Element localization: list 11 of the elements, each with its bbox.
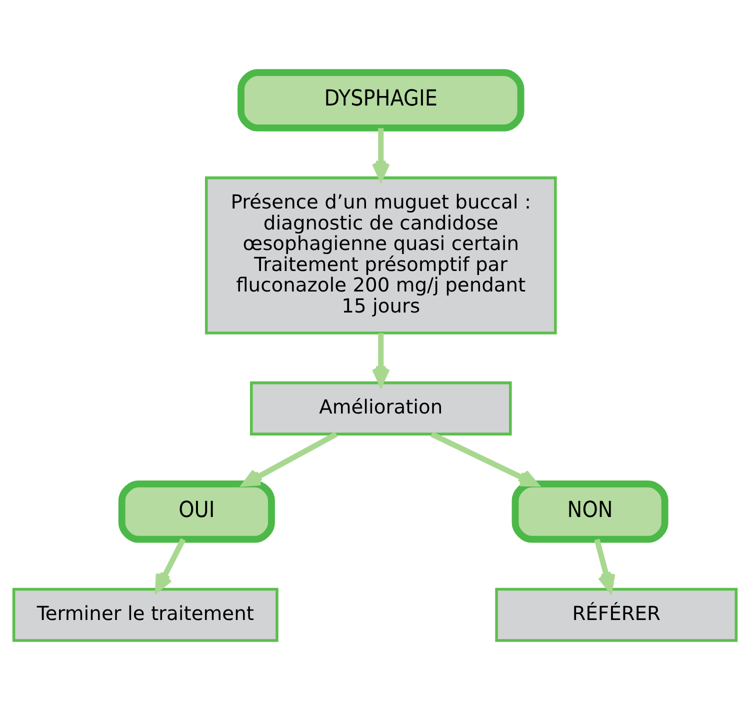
node-box: Terminer le traitement bbox=[12, 588, 278, 642]
node-box: OUI bbox=[118, 480, 275, 543]
arrow bbox=[430, 432, 538, 487]
node-box: RÉFÉRER bbox=[495, 588, 738, 642]
arrow bbox=[594, 538, 616, 592]
node-box: NON bbox=[512, 480, 668, 543]
node-box: Présence d’un muguet buccal : diagnostic de candidose œsophagienne quasi certain Traitement présomptif par fluconazole 200 mg/j pendant 15 jours bbox=[204, 176, 557, 334]
arrow bbox=[155, 538, 186, 592]
arrow bbox=[242, 432, 338, 486]
node-box: DYSPHAGIE bbox=[238, 69, 524, 132]
node-box: Amélioration bbox=[250, 381, 512, 436]
